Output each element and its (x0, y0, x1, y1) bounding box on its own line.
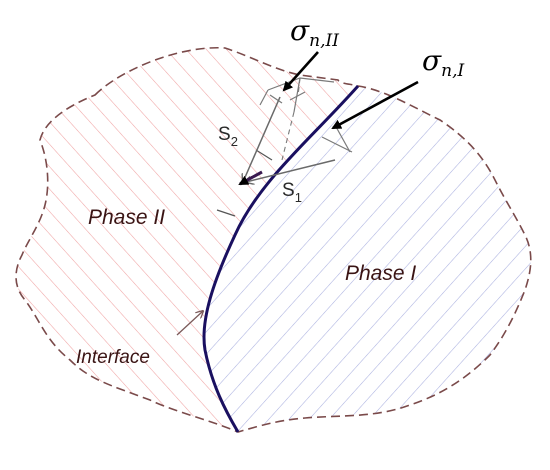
outer-dashed-boundary (15, 46, 532, 433)
phase-ii-label: Phase II (88, 206, 165, 229)
s2-label: S2 (218, 124, 238, 149)
interface-normal-arrow (238, 170, 263, 186)
interface-ticks (216, 149, 273, 217)
s1-label-sub: 1 (295, 190, 302, 205)
interface-label: Interface (76, 347, 150, 368)
sigma-i-label: σn,I (422, 44, 464, 81)
interface-pointer (176, 311, 203, 336)
s1-vector (246, 159, 336, 182)
interface-line (202, 85, 360, 433)
phase-i-label: Phase I (345, 262, 416, 285)
sigma-ii-label-main: σ (290, 14, 310, 47)
s1-label: S1 (282, 180, 302, 205)
sigma-ii-pointer (282, 51, 319, 92)
sigma-i-label-sub: n,I (441, 61, 464, 81)
s2-label-main: S (218, 124, 231, 145)
s1-label-main: S (282, 180, 295, 201)
sigma-ii-label: σn,II (290, 14, 339, 51)
s2-vector (243, 96, 281, 182)
element-dashed-lines (281, 77, 301, 161)
stress-element-outlines (259, 77, 353, 153)
sigma-ii-label-sub: n,II (309, 31, 339, 51)
sigma-i-label-main: σ (422, 44, 442, 77)
s2-label-sub: 2 (231, 134, 238, 149)
sigma-i-pointer (331, 80, 419, 130)
phase-ii-region (16, 47, 358, 432)
